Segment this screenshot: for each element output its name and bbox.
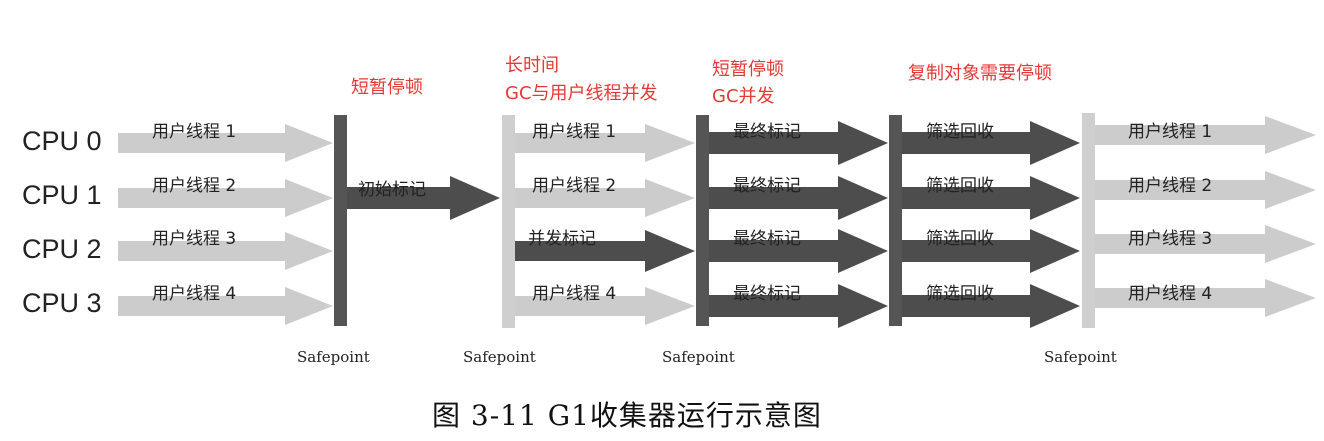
phase6-label-3: 用户线程 4: [1128, 284, 1213, 304]
safepoint-label-3: Safepoint: [662, 348, 735, 366]
phase6-arrows: [1095, 116, 1316, 317]
arrow-cpu1-phase3: [515, 179, 695, 217]
arrow-cpu3-phase1: [118, 287, 333, 325]
phase5-label-3: 筛选回收: [926, 284, 994, 304]
phase3-label-1: 用户线程 2: [532, 176, 617, 196]
phase5-label-1: 筛选回收: [926, 176, 994, 196]
phase5-label-2: 筛选回收: [926, 229, 994, 249]
phase4-label-1: 最终标记: [733, 176, 801, 196]
arrow-cpu3-phase4: [709, 284, 888, 328]
arrow-cpu2-phase6: [1095, 225, 1316, 263]
arrow-cpu2-phase3: [515, 230, 695, 272]
arrow-cpu3-phase6: [1095, 279, 1316, 317]
phase2-note: 短暂停顿: [351, 77, 423, 98]
phase3-note-line1: 长时间: [505, 55, 559, 76]
phase4-note-line2: GC并发: [712, 86, 775, 107]
cpu-label-0: CPU 0: [22, 126, 102, 156]
phase1-label-3: 用户线程 4: [152, 284, 237, 304]
arrow-cpu1-phase6: [1095, 171, 1316, 209]
phase4-arrows: [709, 121, 888, 328]
initial-mark-label: 初始标记: [358, 180, 426, 200]
phase3-label-2: 并发标记: [528, 229, 596, 249]
phase4-label-3: 最终标记: [733, 284, 801, 304]
phase1-label-2: 用户线程 3: [152, 229, 237, 249]
safepoint-label-1: Safepoint: [297, 348, 370, 366]
phase3-arrows: [515, 124, 695, 325]
phase3-label-3: 用户线程 4: [532, 284, 617, 304]
cpu-label-3: CPU 3: [22, 288, 102, 318]
safepoint-bar-5: [1082, 113, 1095, 328]
arrow-cpu3-phase5: [902, 284, 1080, 328]
phase1-label-0: 用户线程 1: [152, 122, 237, 142]
arrow-cpu2-phase5: [902, 229, 1080, 273]
arrow-cpu0-phase3: [515, 124, 695, 162]
safepoint-bar-2: [502, 115, 515, 328]
figure-caption: 图 3-11 G1收集器运行示意图: [432, 399, 822, 432]
arrow-cpu2-phase1: [118, 232, 333, 270]
arrow-cpu0-phase5: [902, 121, 1080, 165]
arrow-cpu3-phase3: [515, 287, 695, 325]
safepoint-label-4: Safepoint: [1044, 348, 1117, 366]
phase4-label-0: 最终标记: [733, 122, 801, 142]
phase4-note-line1: 短暂停顿: [712, 59, 784, 80]
phase1-label-1: 用户线程 2: [152, 176, 237, 196]
arrow-cpu2-phase4: [709, 229, 888, 273]
safepoint-bar-3: [696, 115, 709, 326]
phase5-label-0: 筛选回收: [926, 122, 994, 142]
phase4-label-2: 最终标记: [733, 229, 801, 249]
arrow-cpu1-phase4: [709, 176, 888, 220]
arrow-cpu0-phase1: [118, 124, 333, 162]
initial-mark-arrow: [347, 176, 500, 220]
cpu-label-2: CPU 2: [22, 234, 102, 264]
phase-bar-4: [889, 115, 902, 326]
phase3-note-line2: GC与用户线程并发: [505, 83, 658, 104]
cpu-label-1: CPU 1: [22, 180, 102, 210]
phase6-label-0: 用户线程 1: [1128, 122, 1213, 142]
phase5-arrows: [902, 121, 1080, 328]
safepoint-bar-1: [334, 115, 347, 326]
phase5-note: 复制对象需要停顿: [908, 63, 1052, 84]
arrow-cpu0-phase6: [1095, 116, 1316, 154]
arrow-cpu1-phase1: [118, 179, 333, 217]
phase1-arrows: [118, 124, 333, 325]
phase6-label-1: 用户线程 2: [1128, 176, 1213, 196]
safepoint-label-2: Safepoint: [463, 348, 536, 366]
phase3-label-0: 用户线程 1: [532, 122, 617, 142]
phase6-label-2: 用户线程 3: [1128, 229, 1213, 249]
arrow-cpu1-phase5: [902, 176, 1080, 220]
arrow-cpu0-phase4: [709, 121, 888, 165]
